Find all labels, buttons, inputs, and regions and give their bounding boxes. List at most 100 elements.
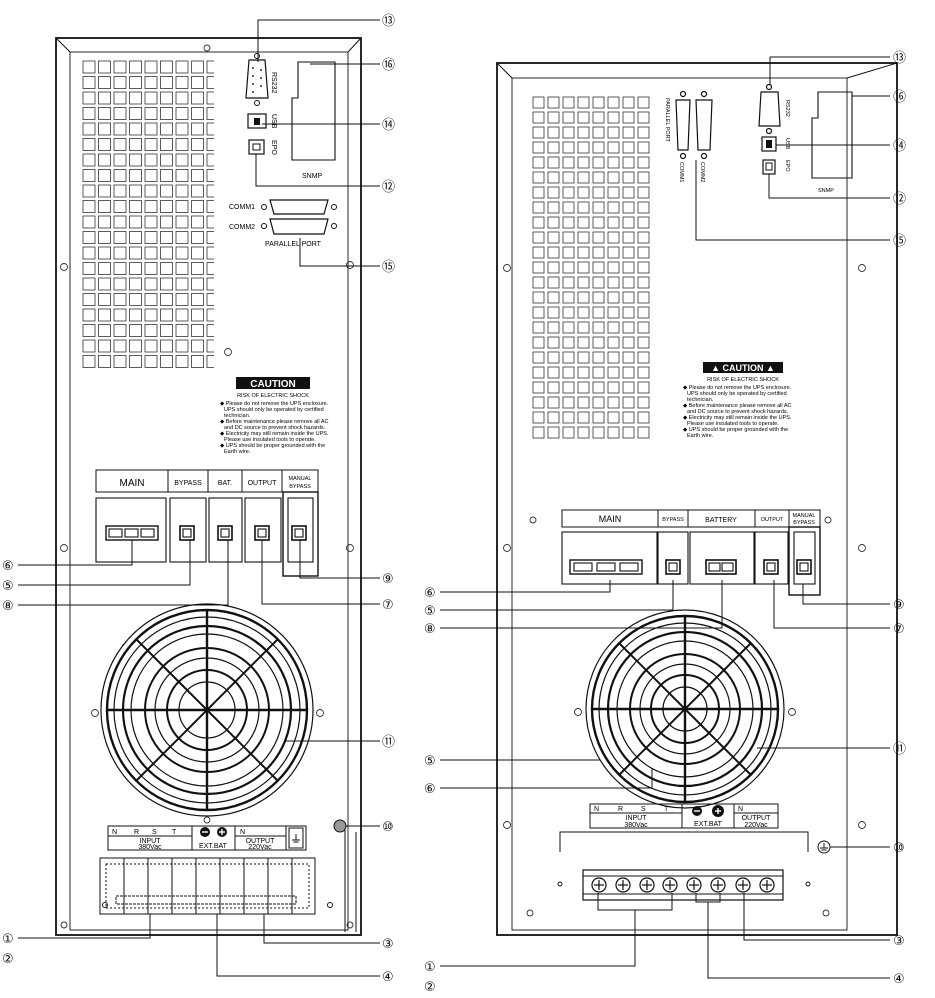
leader-lines [18, 19, 890, 979]
left-caution-text: ◆ Please do not remove the UPS enclosure… [220, 401, 329, 455]
callout-13-left: ⑬ [382, 14, 395, 29]
callout-3-right: ③ [893, 934, 905, 949]
right-snmp-slot[interactable] [811, 91, 853, 179]
left-term-n: N [112, 829, 117, 836]
right-snmp-label: SNMP [818, 188, 834, 194]
callout-5-right: ⑤ [424, 604, 436, 619]
left-cooling-fan [100, 603, 314, 817]
right-terminal-label-strip [589, 803, 779, 829]
left-rs232-label: RS232 [270, 72, 277, 94]
svg-text:◆ Electricity may still remain: ◆ Electricity may still remain inside th… [220, 431, 329, 437]
right-bypass-label: BYPASS [662, 517, 684, 523]
svg-text:◆ UPS should be proper grounde: ◆ UPS should be proper grounded with the [220, 443, 325, 449]
svg-text:Please use insulated tools to: Please use insulated tools to operate. [687, 421, 779, 427]
left-bypass-breaker[interactable] [169, 497, 207, 563]
right-rs232-port[interactable] [758, 83, 781, 135]
left-parallel-port-label: PARALLEL PORT [265, 241, 322, 248]
left-vent-grill [82, 60, 214, 370]
left-manual-bypass-label: BYPASS [289, 484, 311, 490]
right-breaker-label-strip [561, 509, 821, 528]
right-epo-port[interactable] [762, 159, 776, 175]
right-main-breaker[interactable] [561, 531, 658, 585]
right-vent-grill [532, 96, 650, 441]
left-term-s: S [152, 829, 157, 836]
left-rs232-port[interactable] [245, 53, 269, 106]
left-ground-terminal[interactable] [333, 819, 347, 833]
right-terminal-screws [591, 877, 775, 893]
callout-9-left: ⑨ [382, 572, 394, 587]
right-caution-subtitle: RISK OF ELECTRIC SHOCK [707, 377, 779, 383]
right-screws [503, 264, 866, 917]
left-bat-breaker[interactable] [208, 497, 243, 563]
callout-1-left: ① [2, 932, 14, 947]
left-comm1-port[interactable] [261, 199, 337, 215]
right-manual-label: MANUAL [793, 513, 816, 519]
right-battery-breaker[interactable] [689, 531, 755, 585]
right-parallel-port-label: PARALLEL PORT [664, 98, 670, 143]
right-term-out-n: N [738, 806, 743, 813]
callout-4-left: ④ [382, 970, 394, 985]
right-caution-text: ◆ Please do not remove the UPS enclosure… [683, 385, 792, 439]
left-term-r: R [134, 829, 139, 836]
left-output-label: OUTPUT [248, 480, 278, 487]
left-usb-port[interactable] [247, 113, 267, 129]
right-term-t: T [664, 806, 669, 813]
left-snmp-slot[interactable] [291, 61, 336, 161]
right-caution-title: ▲ CAUTION ▲ [711, 363, 775, 373]
svg-text:◆ Before maintenance please re: ◆ Before maintenance please remove all A… [220, 419, 329, 425]
right-cabinet-outline [496, 62, 898, 936]
left-battery-polarity-icons [200, 827, 227, 837]
callout-6-right: ⑥ [424, 586, 436, 601]
left-caution-banner [236, 377, 310, 389]
svg-text:technician.: technician. [224, 413, 251, 419]
svg-text:UPS should only be operated by: UPS should only be operated by certified [687, 391, 787, 397]
left-extbat-label: EXT.BAT [199, 843, 228, 850]
callout-5b-right: ⑤ [424, 754, 436, 769]
right-manual-bypass-switch[interactable] [788, 526, 821, 596]
right-ground-terminal[interactable] [817, 840, 831, 854]
right-input-voltage: 380Vac [624, 822, 648, 829]
callout-12-left: ⑫ [382, 180, 395, 195]
left-output-voltage: 220Vac [248, 844, 272, 851]
right-battery-polarity-icons [692, 805, 724, 817]
left-caution-subtitle: RISK OF ELECTRIC SHOCK [237, 393, 309, 399]
callout-14-right: ⑭ [893, 139, 906, 154]
right-manual-bypass-label: BYPASS [793, 520, 815, 526]
left-terminal-block[interactable] [99, 857, 333, 915]
left-main-breaker[interactable] [95, 497, 167, 563]
right-term-s: S [641, 806, 646, 813]
callout-2-right: ② [424, 980, 436, 995]
left-input-label: INPUT [140, 838, 162, 845]
callout-1-right: ① [424, 960, 436, 975]
left-cabinet-inner [69, 51, 349, 931]
right-output-term-label: OUTPUT [742, 815, 772, 822]
callout-10-right: ⑩ [893, 841, 905, 856]
right-extbat-label: EXT.BAT [694, 821, 723, 828]
svg-text:and DC source to prevent shock: and DC source to prevent shock hazards. [224, 425, 326, 431]
left-epo-port[interactable] [248, 139, 265, 155]
right-main-label: MAIN [599, 514, 622, 524]
right-output-breaker[interactable] [754, 531, 789, 585]
right-input-label: INPUT [626, 815, 648, 822]
left-comm1-label: COMM1 [229, 204, 255, 211]
left-snmp-label: SNMP [302, 173, 323, 180]
callout-15-left: ⑮ [382, 260, 395, 275]
right-bypass-breaker[interactable] [657, 531, 689, 585]
right-rs232-label: RS232 [784, 100, 790, 117]
right-term-n: N [594, 806, 599, 813]
left-comm2-port[interactable] [261, 218, 337, 235]
callout-16-right: ⑯ [893, 90, 906, 105]
callout-9-right: ⑨ [893, 598, 905, 613]
svg-text:◆ UPS should be proper grounde: ◆ UPS should be proper grounded with the [683, 427, 788, 433]
left-comm2-label: COMM2 [229, 224, 255, 231]
right-usb-port[interactable] [761, 136, 777, 152]
right-comm2-port[interactable] [695, 90, 713, 160]
right-terminal-block[interactable] [557, 831, 811, 901]
callout-16-left: ⑯ [382, 58, 395, 73]
right-comm1-port[interactable] [675, 90, 691, 160]
left-terminal-label-strip [107, 825, 307, 851]
callout-3-left: ③ [382, 937, 394, 952]
left-output-breaker[interactable] [244, 497, 282, 563]
left-term-t: T [172, 829, 177, 836]
right-output-voltage: 220Vac [744, 822, 768, 829]
